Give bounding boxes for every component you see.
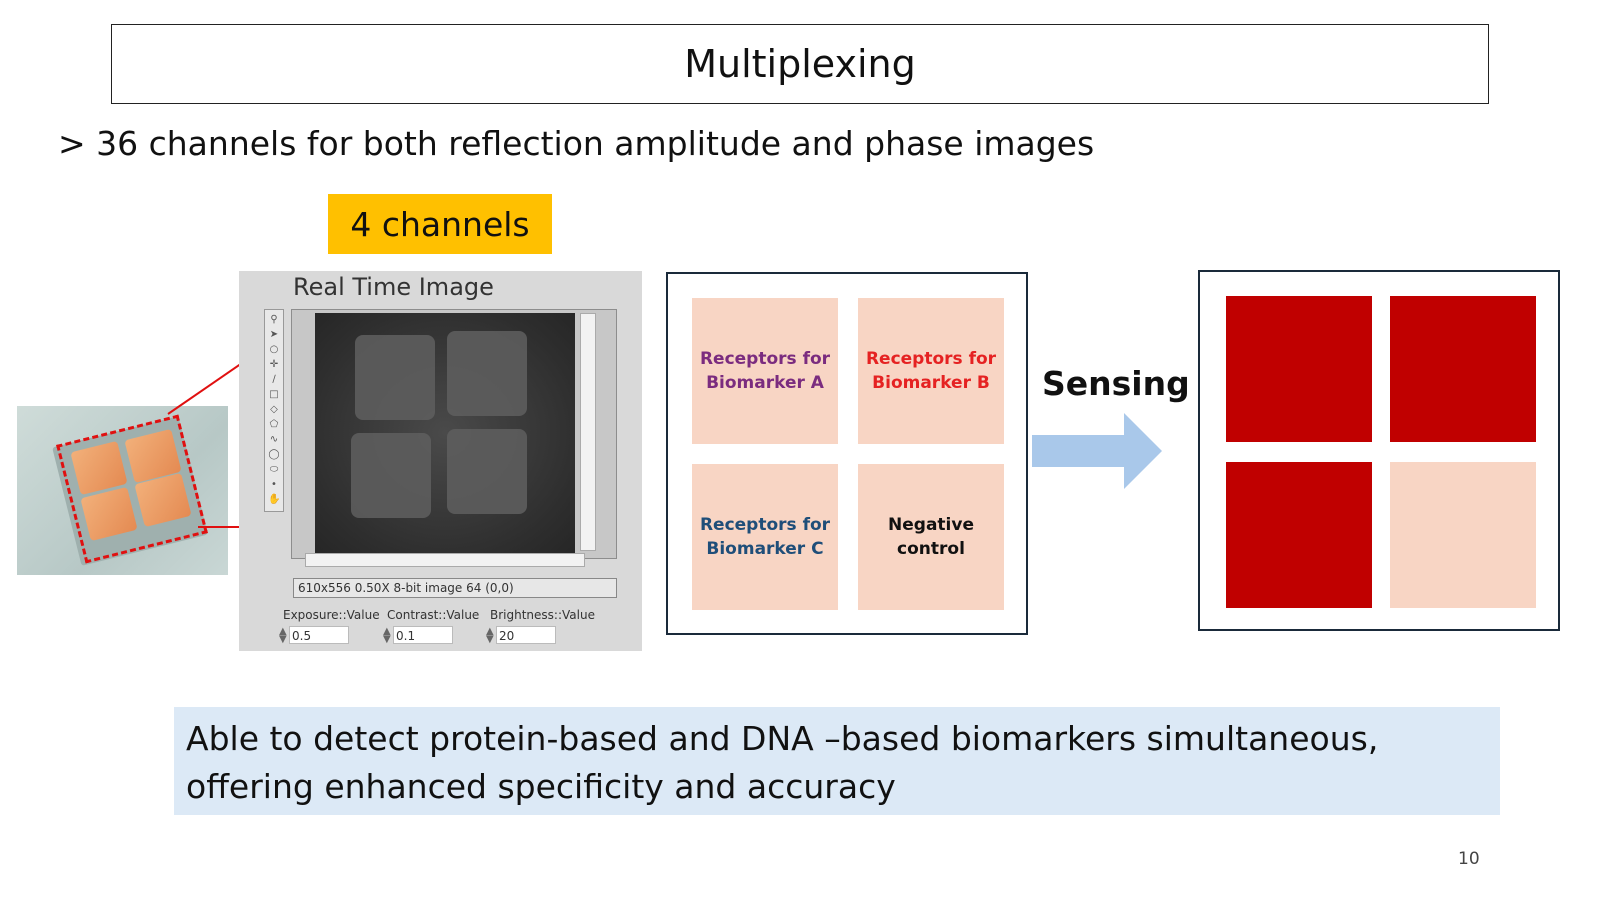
real-time-image-panel: Real Time Image ⚲ ➤ ○ ✛ ∕ □ ◇ ⬠ ∿ ◯ ⬭ • … — [239, 271, 642, 651]
freehand-icon[interactable]: ∿ — [269, 434, 279, 445]
page-number: 10 — [1458, 849, 1480, 869]
exposure-input[interactable]: 0.5 — [289, 626, 349, 644]
negative-control: Negative control — [858, 464, 1004, 610]
brightness-control: Brightness::Value ▲▼ 20 — [486, 608, 595, 645]
spinner-icon[interactable]: ▲▼ — [383, 626, 391, 645]
hand-icon[interactable]: ✋ — [268, 494, 281, 505]
sensing-result-box — [1198, 270, 1560, 631]
spinner-icon[interactable]: ▲▼ — [279, 626, 287, 645]
result-biomarker-b-positive — [1390, 296, 1536, 442]
channels-badge-label: 4 channels — [350, 204, 530, 244]
image-status-bar: 610x556 0.50X 8-bit image 64 (0,0) — [293, 578, 617, 598]
rectangle-tool-icon[interactable]: □ — [269, 389, 279, 400]
line-tool-icon[interactable]: ∕ — [272, 374, 276, 385]
brightness-label: Brightness::Value — [490, 608, 595, 622]
result-biomarker-c-positive — [1226, 462, 1372, 608]
contrast-label: Contrast::Value — [387, 608, 480, 622]
zoom-icon[interactable]: ⚲ — [270, 314, 278, 325]
pan-icon[interactable]: ○ — [269, 344, 279, 355]
sensor-spot — [447, 331, 527, 416]
exposure-label: Exposure::Value — [283, 608, 380, 622]
annulus-icon[interactable]: ◯ — [268, 449, 280, 460]
result-negative-control — [1390, 462, 1536, 608]
result-biomarker-a-positive — [1226, 296, 1372, 442]
pointer-icon[interactable]: ➤ — [269, 329, 279, 340]
sensing-label: Sensing — [1042, 364, 1190, 403]
sensor-spot — [351, 433, 431, 518]
horizontal-scrollbar[interactable] — [305, 553, 585, 567]
rotated-rect-icon[interactable]: ◇ — [270, 404, 278, 415]
exposure-control: Exposure::Value ▲▼ 0.5 — [279, 608, 380, 645]
slide-title-box: Multiplexing — [111, 24, 1489, 104]
contrast-control: Contrast::Value ▲▼ 0.1 — [383, 608, 480, 645]
conclusion-box: Able to detect protein-based and DNA –ba… — [174, 707, 1500, 815]
vertical-scrollbar[interactable] — [580, 313, 596, 551]
slide-title: Multiplexing — [684, 42, 916, 86]
spinner-icon[interactable]: ▲▼ — [486, 626, 494, 645]
sensing-arrow-icon — [1032, 413, 1162, 489]
crosshair-icon[interactable]: ✛ — [269, 359, 279, 370]
brightness-input[interactable]: 20 — [496, 626, 556, 644]
channels-bullet: > 36 channels for both reflection amplit… — [58, 124, 1095, 163]
channels-badge: 4 channels — [328, 194, 552, 254]
polygon-icon[interactable]: ⬠ — [269, 419, 279, 430]
panel-title: Real Time Image — [293, 273, 494, 301]
sensor-layout-box: Receptors for Biomarker A Receptors for … — [666, 272, 1028, 635]
receptor-biomarker-b: Receptors for Biomarker B — [858, 298, 1004, 444]
live-camera-image — [315, 313, 575, 553]
receptor-biomarker-a: Receptors for Biomarker A — [692, 298, 838, 444]
sensor-spot — [447, 429, 527, 514]
chip-photo — [17, 406, 228, 575]
contrast-input[interactable]: 0.1 — [393, 626, 453, 644]
point-icon[interactable]: • — [271, 479, 277, 490]
image-toolbar: ⚲ ➤ ○ ✛ ∕ □ ◇ ⬠ ∿ ◯ ⬭ • ✋ — [264, 309, 284, 512]
receptor-biomarker-c: Receptors for Biomarker C — [692, 464, 838, 610]
oval-icon[interactable]: ⬭ — [269, 464, 279, 475]
conclusion-text: Able to detect protein-based and DNA –ba… — [186, 719, 1379, 806]
sensor-spot — [355, 335, 435, 420]
